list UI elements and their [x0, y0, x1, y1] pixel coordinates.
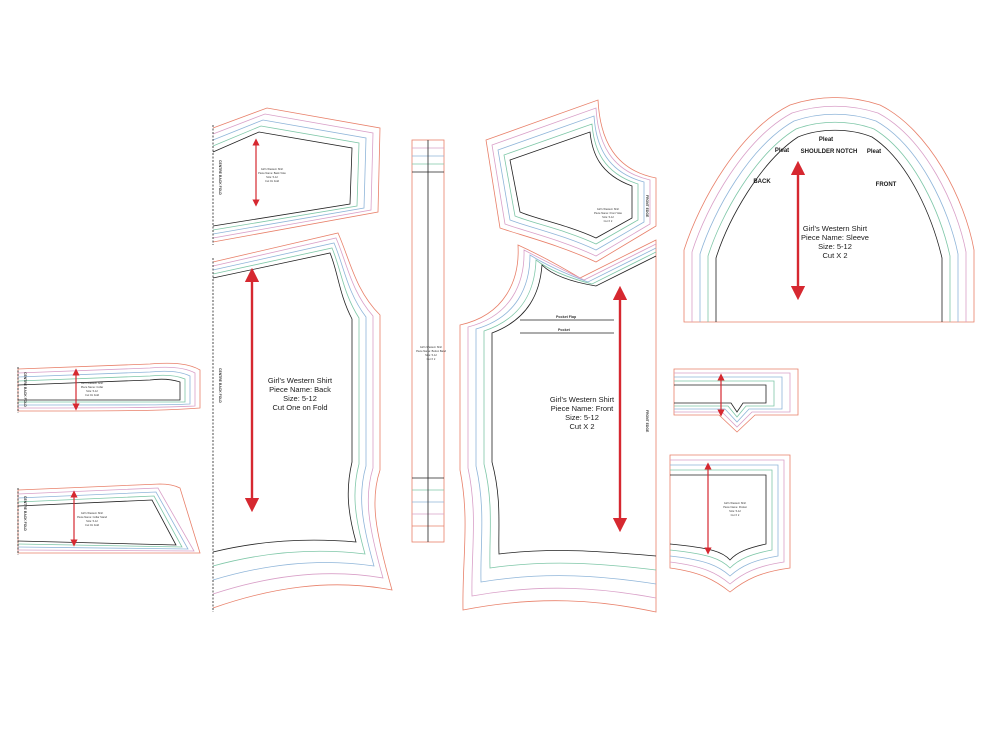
back-yoke-fold-label: CENTRE BACK FOLD — [218, 160, 222, 195]
back-yoke-title: Girl's Western Shirt — [261, 167, 283, 171]
collar-stand-title: Girl's Western Shirt — [81, 511, 103, 515]
pocket-cut: Cut X 2 — [731, 513, 740, 517]
button-band-cut: Cut X 2 — [427, 357, 436, 361]
button-band-size: Size: 5-12 — [425, 353, 437, 357]
front-edge-label: FRONT EDGE — [645, 410, 649, 433]
collar-stand-cut: Cut On Fold — [85, 523, 100, 527]
sleeve-title: Girl's Western Shirt — [803, 224, 868, 233]
button-band-piece: Girl's Western Shirt Piece Name: Button … — [411, 139, 446, 543]
pocket-title: Girl's Western Shirt — [724, 501, 746, 505]
sleeve-pleat-right: Pleat — [867, 149, 881, 155]
collar-cut: Cut On Fold — [85, 393, 100, 397]
sleeve-piece-name: Piece Name: Sleeve — [801, 233, 869, 242]
sleeve-front-label: FRONT — [876, 182, 897, 188]
back-yoke-cut: Cut On Fold — [265, 179, 280, 183]
back-size: Size: 5-12 — [283, 394, 317, 403]
pocket-size: Size: 5-12 — [729, 509, 741, 513]
front-yoke-edge-label: FRONT EDGE — [645, 195, 649, 218]
back-cut: Cut One on Fold — [272, 403, 327, 412]
pocket-flap-piece — [673, 368, 799, 433]
front-yoke-title: Girl's Western Shirt — [597, 207, 619, 211]
front-yoke-size: Size: 5-12 — [602, 215, 614, 219]
front-yoke-piece-name: Piece Name: Front Yoke — [594, 211, 623, 215]
pocket-piece: Girl's Western Shirt Piece Name: Pocket … — [669, 454, 791, 593]
back-yoke-piece: CENTRE BACK FOLD Girl's Western Shirt Pi… — [212, 107, 381, 245]
front-title: Girl's Western Shirt — [550, 395, 615, 404]
pocket-flap-label: Pocket Flap — [556, 315, 577, 319]
sleeve-back-label: BACK — [753, 179, 771, 185]
collar-stand-size: Size: 5-12 — [86, 519, 98, 523]
back-title: Girl's Western Shirt — [268, 376, 333, 385]
back-piece-name: Piece Name: Back — [269, 385, 331, 394]
sleeve-pleat-center: Pleat — [819, 137, 833, 143]
sleeve-size: Size: 5-12 — [818, 242, 852, 251]
collar-piece: CENTRE BACK FOLD Girl's Western Shirt Pi… — [17, 362, 201, 413]
button-band-piece-name: Piece Name: Button Band — [416, 349, 446, 353]
back-piece: CENTRE BACK FOLD Girl's Western Shirt Pi… — [212, 232, 393, 612]
pocket-label: Pocket — [558, 328, 571, 332]
collar-size: Size: 5-12 — [86, 389, 98, 393]
pocket-piece-name: Piece Name: Pocket — [723, 505, 747, 509]
back-fold-label: CENTRE BACK FOLD — [218, 368, 222, 403]
collar-stand-piece: CENTRE BACK FOLD Girl's Western Shirt Pi… — [17, 483, 201, 555]
collar-piece-name: Piece Name: Collar — [81, 385, 103, 389]
collar-title: Girl's Western Shirt — [81, 381, 103, 385]
front-piece-name: Piece Name: Front — [551, 404, 614, 413]
back-yoke-size: Size: 5-12 — [266, 175, 278, 179]
front-yoke-piece: FRONT EDGE Girl's Western Shirt Piece Na… — [485, 99, 657, 263]
front-cut: Cut X 2 — [569, 422, 594, 431]
sleeve-pleat-left: Pleat — [775, 148, 789, 154]
front-piece: Pocket Flap Pocket FRONT EDGE Girl's Wes… — [459, 239, 657, 613]
front-size: Size: 5-12 — [565, 413, 599, 422]
back-yoke-piece-name: Piece Name: Back Yoke — [258, 171, 286, 175]
sleeve-shoulder-notch: SHOULDER NOTCH — [801, 149, 858, 155]
front-yoke-cut: Cut X 2 — [604, 219, 613, 223]
sleeve-piece: Pleat Pleat Pleat SHOULDER NOTCH BACK FR… — [683, 97, 975, 323]
collar-fold-label: CENTRE BACK FOLD — [23, 372, 27, 407]
button-band-title: Girl's Western Shirt — [420, 345, 442, 349]
collar-stand-fold-label: CENTRE BACK FOLD — [23, 496, 27, 531]
sleeve-cut: Cut X 2 — [822, 251, 847, 260]
collar-stand-piece-name: Piece Name: Collar Stand — [77, 515, 107, 519]
